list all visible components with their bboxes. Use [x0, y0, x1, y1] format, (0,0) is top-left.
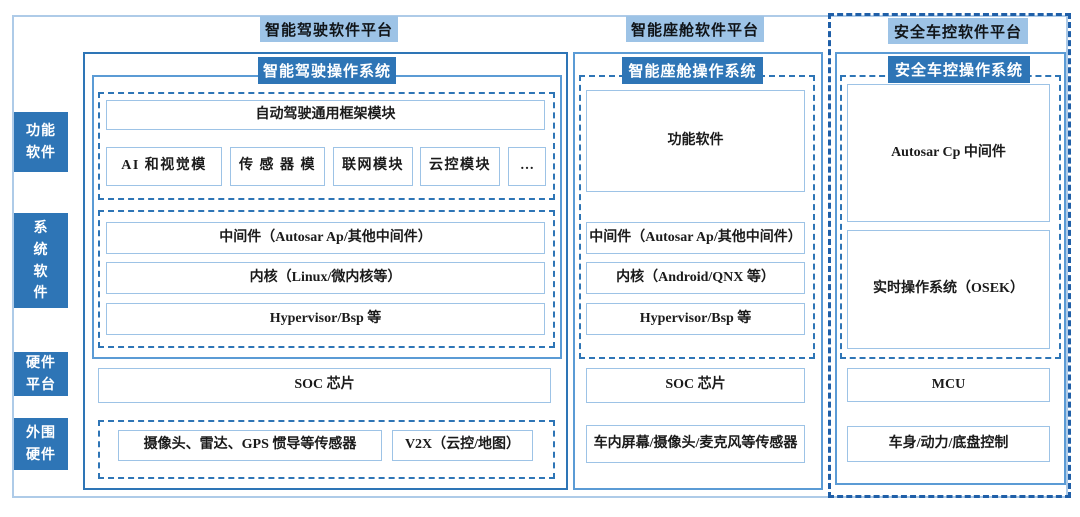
hypervisor-box-driving: Hypervisor/Bsp 等: [106, 303, 545, 335]
safety-platform-dashed-frame: [828, 13, 1071, 498]
module-box-ai-vision: AI 和视觉模: [106, 147, 222, 186]
functional-layer-dashed-box: [98, 92, 555, 200]
sidebar-item-functional-software: 功能 软件: [14, 112, 68, 172]
middleware-box-driving: 中间件（Autosar Ap/其他中间件）: [106, 222, 545, 254]
kernel-box-cockpit: 内核（Android/QNX 等）: [586, 262, 805, 294]
sidebar-item-hardware-platform: 硬件 平台: [14, 352, 68, 396]
functional-software-box: 功能软件: [586, 90, 805, 192]
mcu-box: MCU: [847, 368, 1050, 402]
module-box-more: …: [508, 147, 546, 186]
os-title-vehicle-control: 安全车控操作系统: [888, 56, 1030, 83]
soc-box-driving: SOC 芯片: [98, 368, 551, 403]
sensors-box-cockpit: 车内屏幕/摄像头/麦克风等传感器: [586, 425, 805, 463]
hypervisor-box-cockpit: Hypervisor/Bsp 等: [586, 303, 805, 335]
column-vehicle-control: [835, 52, 1066, 485]
column-cockpit: [573, 52, 823, 490]
module-box-sensor: 传 感 器 模: [230, 147, 325, 186]
sidebar-item-system-software: 系 统 软 件: [14, 213, 68, 308]
platform-title-intelligent-driving: 智能驾驶软件平台: [260, 16, 398, 42]
framework-module-box: 自动驾驶通用框架模块: [106, 100, 545, 130]
module-box-network: 联网模块: [333, 147, 413, 186]
column-intelligent-driving: [83, 52, 568, 490]
platform-title-vehicle-control: 安全车控软件平台: [888, 18, 1028, 44]
platform-title-cockpit: 智能座舱软件平台: [626, 16, 764, 42]
peripheral-dashed-box: [98, 420, 555, 479]
sensors-box-driving: 摄像头、雷达、GPS 惯导等传感器: [118, 430, 382, 461]
os-title-cockpit: 智能座舱操作系统: [622, 57, 763, 84]
autosar-cp-middleware-box: Autosar Cp 中间件: [847, 84, 1050, 222]
soc-box-cockpit: SOC 芯片: [586, 368, 805, 403]
sidebar-item-peripheral-hardware: 外围 硬件: [14, 418, 68, 470]
chassis-control-box: 车身/动力/底盘控制: [847, 426, 1050, 462]
v2x-box: V2X（云控/地图）: [392, 430, 533, 461]
os-title-intelligent-driving: 智能驾驶操作系统: [258, 57, 396, 84]
rtos-box: 实时操作系统（OSEK）: [847, 230, 1050, 349]
module-box-cloud-control: 云控模块: [420, 147, 500, 186]
system-layer-dashed-box: [98, 210, 555, 348]
kernel-box-driving: 内核（Linux/微内核等）: [106, 262, 545, 294]
outer-frame: [12, 15, 1068, 498]
middleware-box-cockpit: 中间件（Autosar Ap/其他中间件）: [586, 222, 805, 254]
